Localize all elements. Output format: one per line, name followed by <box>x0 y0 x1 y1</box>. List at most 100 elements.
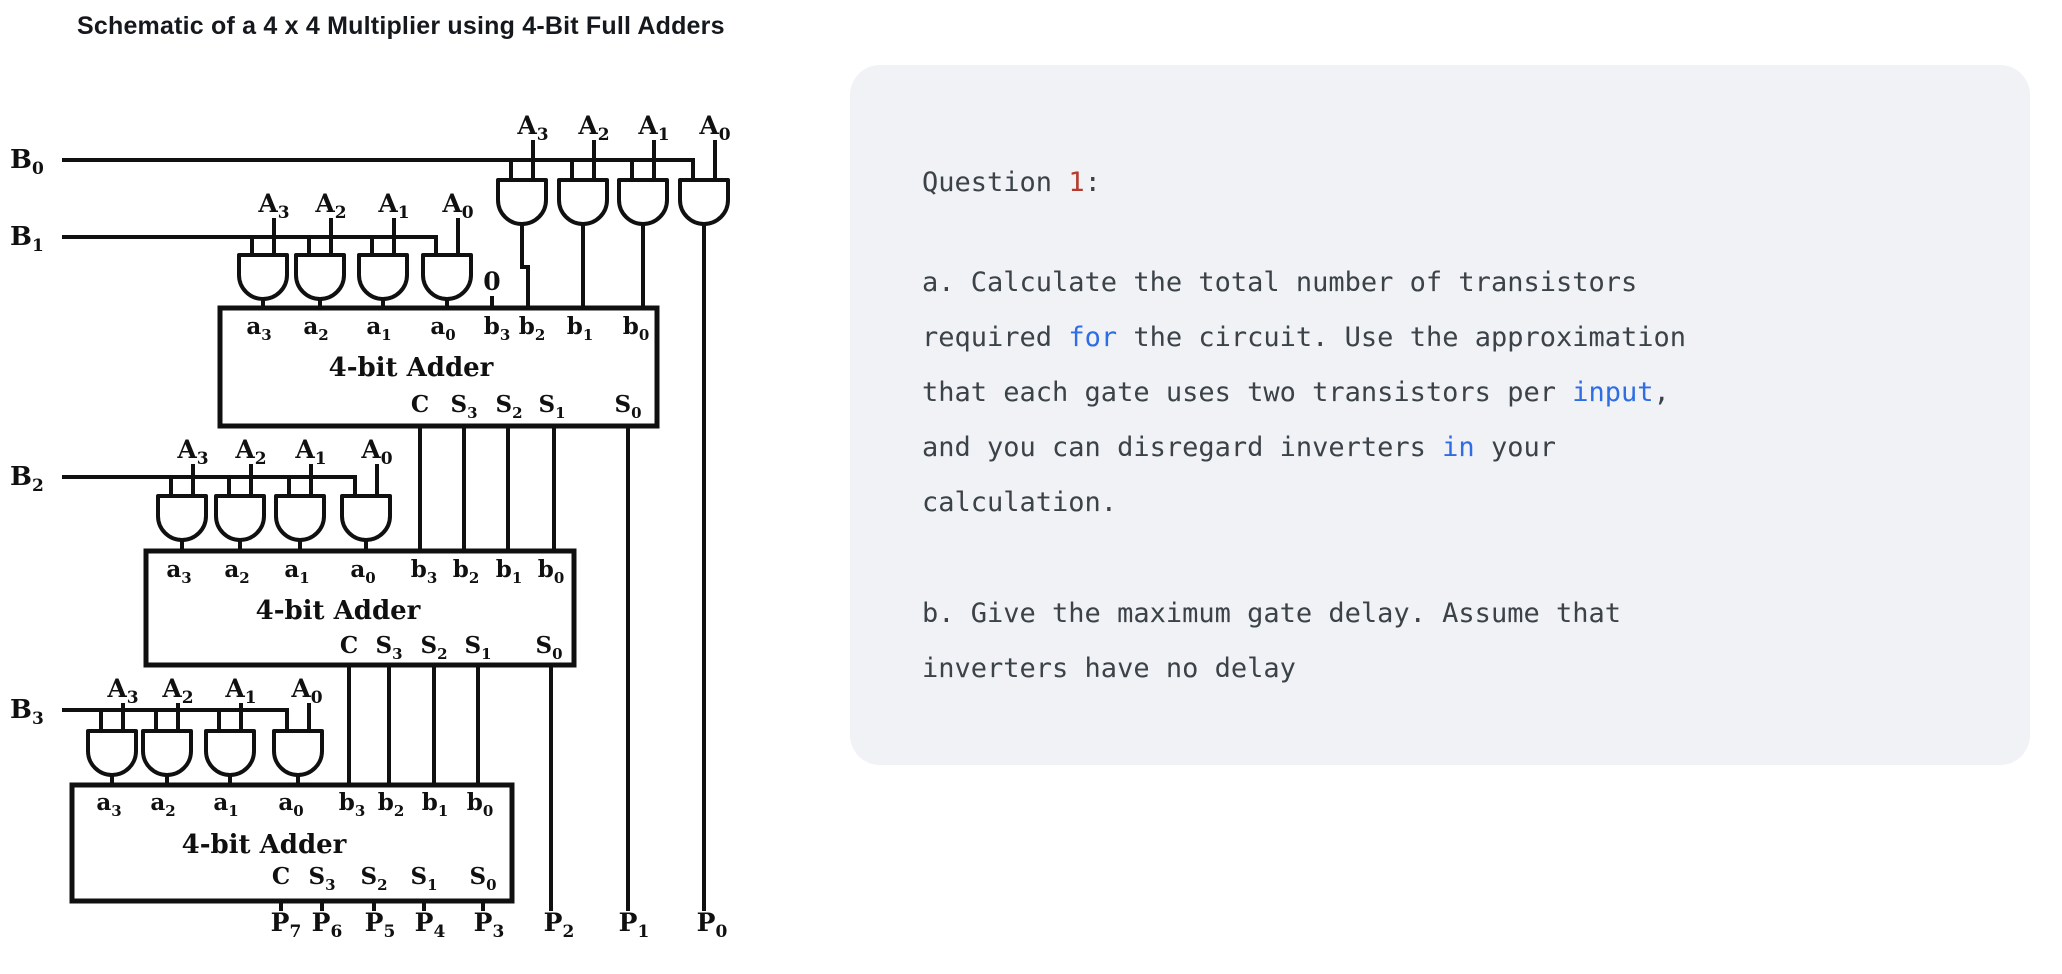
adder1-output-label: S3 <box>450 391 477 422</box>
label-row1-a1: A1 <box>637 111 669 145</box>
adder3-input-label: b0 <box>467 789 494 820</box>
label-b3: B3 <box>10 695 44 729</box>
adder3-input-label: a3 <box>96 789 121 820</box>
and-gate-b2a0 <box>340 494 392 542</box>
adder2-input-label: a3 <box>166 556 191 587</box>
label-row4-a1: A1 <box>224 674 256 708</box>
label-p0: P0 <box>697 908 728 942</box>
adder3-input-label: b2 <box>378 789 405 820</box>
row2-gate-output-wires <box>261 299 449 308</box>
label-p2: P2 <box>544 908 575 942</box>
adder2-input-label: a2 <box>224 556 249 587</box>
question-text: , <box>1653 377 1670 408</box>
label-row1-a0: A0 <box>698 111 730 145</box>
adder2-output-label: S2 <box>420 632 447 663</box>
label-row3-a2: A2 <box>234 435 266 469</box>
question-line: required for the circuit. Use the approx… <box>922 310 1974 365</box>
label-row2-a0: A0 <box>441 189 473 223</box>
label-p6: P6 <box>312 908 343 942</box>
label-row3-a0: A0 <box>360 435 392 469</box>
adder2-title: 4-bit Adder <box>256 596 421 626</box>
question-text: Question <box>922 167 1069 198</box>
b2-net-wire <box>62 475 357 496</box>
adder1-output-label: C <box>411 391 429 418</box>
row4-a-input-wires <box>121 703 311 731</box>
label-row3-a3: A3 <box>176 435 208 469</box>
adder3-product-stubs <box>279 901 485 911</box>
question-line: that each gate uses two transistors per … <box>922 365 1974 420</box>
adder3-output-label: S0 <box>469 863 496 894</box>
adder3-input-label: b3 <box>339 789 366 820</box>
and-gate-b0a1 <box>617 178 669 226</box>
and-gate-b3a1 <box>204 729 256 777</box>
row3-a-input-wires <box>191 464 379 496</box>
row1-gate-output-wires <box>520 224 645 308</box>
adder3-input-label: a0 <box>278 789 303 820</box>
label-row1-a2: A2 <box>577 111 609 145</box>
partial-product-gates-b2 <box>156 494 392 542</box>
highlighted-token: input <box>1572 377 1654 408</box>
adder1-input-label: a3 <box>246 313 271 344</box>
question-text: your <box>1474 432 1556 463</box>
highlighted-token: in <box>1442 432 1475 463</box>
adder2-to-adder3-wires <box>347 665 480 785</box>
and-gate-b0a0 <box>678 178 730 226</box>
and-gate-b2a2 <box>214 494 266 542</box>
adder2-input-label: b0 <box>538 556 565 587</box>
label-row1-a3: A3 <box>516 111 548 145</box>
adder2-input-label: b3 <box>411 556 438 587</box>
adder3-output-label: S1 <box>410 863 437 894</box>
question-text: b. Give the maximum gate delay. Assume t… <box>922 598 1621 629</box>
adder-box-3 <box>69 782 515 904</box>
adder1-input-label: b3 <box>484 313 511 344</box>
adder1-input-label: a0 <box>430 313 455 344</box>
b0-net-wire <box>62 158 695 180</box>
adder1-output-label: S0 <box>614 391 641 422</box>
partial-product-gates-b3 <box>86 729 324 777</box>
row3-gate-output-wires <box>180 540 368 551</box>
adder1-to-adder2-wires <box>418 426 556 551</box>
label-p7: P7 <box>271 908 302 942</box>
question-text: a. Calculate the total number of transis… <box>922 267 1638 298</box>
question-panel: Question 1: a. Calculate the total numbe… <box>850 65 2030 765</box>
highlighted-token: for <box>1068 322 1118 353</box>
label-b1: B1 <box>10 222 44 256</box>
page-title: Schematic of a 4 x 4 Multiplier using 4-… <box>77 12 725 40</box>
label-p4: P4 <box>415 908 446 942</box>
adder3-input-label: b1 <box>422 789 449 820</box>
label-row2-a2: A2 <box>314 189 346 223</box>
adder2-input-label: b2 <box>453 556 480 587</box>
label-carry-in-zero: 0 <box>483 267 500 296</box>
question-line: calculation. <box>922 475 1974 530</box>
adder3-output-label: S2 <box>360 863 387 894</box>
adder3-input-label: a1 <box>213 789 238 820</box>
adder1-input-label: a2 <box>303 313 328 344</box>
question-text: that each gate uses two transistors per <box>922 377 1573 408</box>
adder3-output-label: C <box>272 863 290 890</box>
question-line: inverters have no delay <box>922 641 1974 696</box>
adder3-output-label: S3 <box>308 863 335 894</box>
question-paragraph-a: a. Calculate the total number of transis… <box>922 255 1974 530</box>
question-text: calculation. <box>922 487 1118 518</box>
adder1-title: 4-bit Adder <box>329 353 494 383</box>
and-gate-b3a2 <box>141 729 193 777</box>
row4-gate-output-wires <box>110 775 300 785</box>
question-heading: Question 1: <box>922 155 1974 210</box>
label-row4-a2: A2 <box>161 674 193 708</box>
label-b2: B2 <box>10 462 44 496</box>
and-gate-b3a3 <box>86 729 138 777</box>
adder2-input-label: a1 <box>284 556 309 587</box>
label-row4-a0: A0 <box>290 674 322 708</box>
and-gate-b3a0 <box>272 729 324 777</box>
question-line: and you can disregard inverters in your <box>922 420 1974 475</box>
adder2-output-label: S3 <box>375 632 402 663</box>
highlighted-token: 1 <box>1068 167 1085 198</box>
adder-box-1 <box>217 305 660 429</box>
adder3-input-label: a2 <box>150 789 175 820</box>
question-text: and you can disregard inverters <box>922 432 1443 463</box>
adder2-output-label: S1 <box>464 632 491 663</box>
adder1-input-label: b2 <box>519 313 546 344</box>
